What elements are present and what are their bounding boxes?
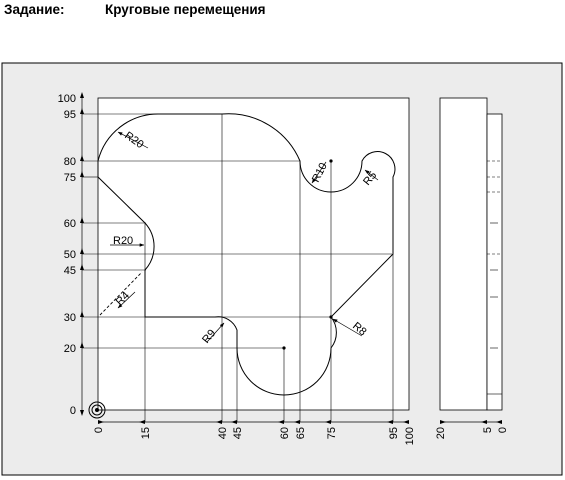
side-tick-0: 0 [497,427,509,433]
x-tick-15: 15 [140,427,152,439]
x-dimension-axis: 0 15 40 45 60 65 75 95 100 [93,420,416,445]
centre-markers [282,159,333,350]
origin-symbol [88,401,106,419]
x-tick-60: 60 [279,427,291,439]
side-dimension-axis: 20 5 0 [435,420,509,439]
workpiece-side-view [439,97,503,411]
x-tick-40: 40 [217,427,229,439]
task-heading: Задание: Круговые перемещения [4,1,266,19]
label-r20-left: R20 [113,235,133,247]
y-tick-95: 95 [64,109,76,121]
y-dimension-axis: 100 95 80 75 60 50 45 30 20 0 [58,92,84,417]
y-tick-0: 0 [70,405,76,417]
y-tick-100: 100 [58,93,76,105]
y-tick-45: 45 [64,265,76,277]
y-tick-30: 30 [64,312,76,324]
part-contour [97,113,396,396]
r4-approach-path [99,271,143,316]
side-tick-5: 5 [482,427,494,433]
x-tick-0: 0 [93,427,105,433]
x-tick-95: 95 [388,427,400,439]
task-title: Круговые перемещения [105,2,266,17]
radius-leaders [110,131,379,343]
x-tick-75: 75 [326,427,338,439]
technical-drawing: R20 R20 R4 R9 R10 R5 R8 100 95 80 75 60 … [1,62,563,476]
y-tick-75: 75 [64,172,76,184]
task-label: Задание: [4,2,65,17]
side-tick-20: 20 [435,427,447,439]
y-tick-80: 80 [64,156,76,168]
y-tick-20: 20 [64,343,76,355]
y-tick-50: 50 [64,249,76,261]
y-tick-60: 60 [64,218,76,230]
x-tick-45: 45 [232,427,244,439]
x-tick-100: 100 [404,427,416,445]
x-tick-65: 65 [295,427,307,439]
